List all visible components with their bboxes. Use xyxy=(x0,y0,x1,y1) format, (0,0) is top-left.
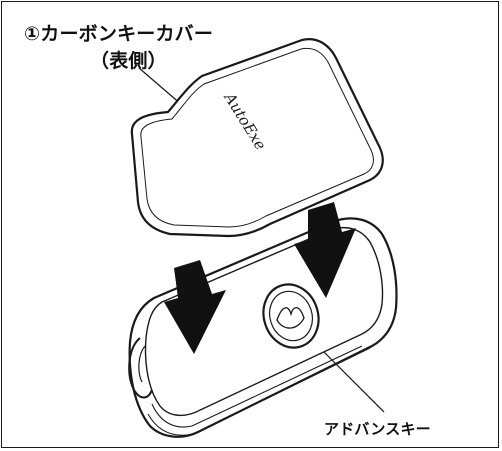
left-down-arrow xyxy=(164,260,226,354)
mazda-emblem-icon xyxy=(262,283,320,349)
down-arrow-icon xyxy=(294,202,356,298)
key-ring-loop xyxy=(128,337,153,399)
cover-outline xyxy=(130,38,384,238)
cover-leader-line xyxy=(138,67,183,106)
key-ring-inner xyxy=(138,345,146,383)
key-bottom-edge xyxy=(147,347,371,436)
cover-subtitle-label: （表側） xyxy=(90,50,167,72)
cover-inner-edge xyxy=(140,47,374,228)
key-side-band xyxy=(151,345,363,428)
key-shell xyxy=(128,217,398,438)
key-top-panel xyxy=(144,226,384,417)
down-arrow-icon xyxy=(164,260,226,354)
right-down-arrow xyxy=(294,202,356,298)
key-leader-line xyxy=(323,351,385,413)
advanced-key-body xyxy=(128,217,398,438)
advanced-key-label: アドバンスキー xyxy=(324,420,431,438)
cover-title-label: ①カーボンキーカバー xyxy=(24,23,214,45)
carbon-key-cover: AutoExe xyxy=(130,38,384,238)
